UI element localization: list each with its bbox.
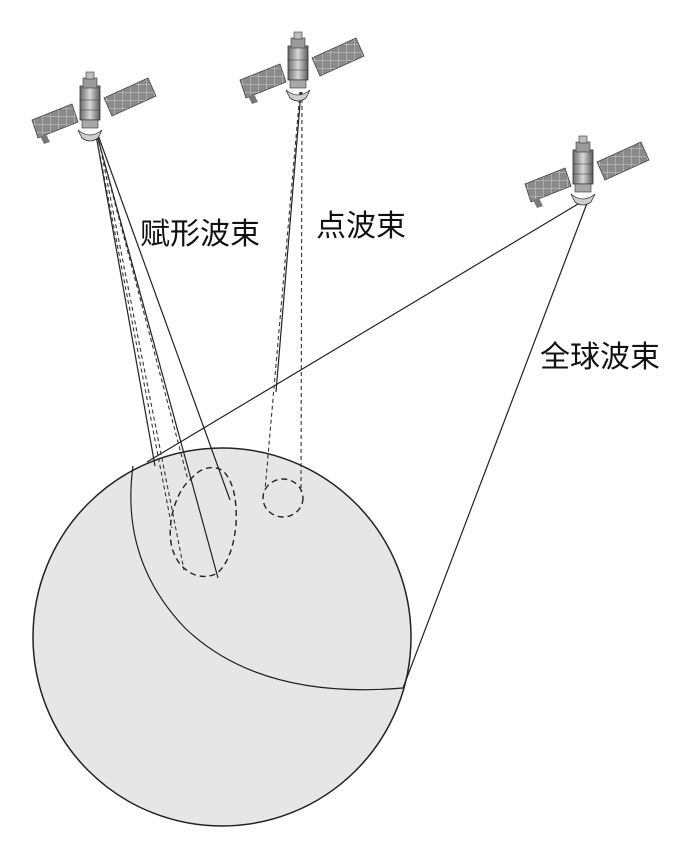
satellite-icon [31,71,157,145]
global-beam-line-left [146,197,589,463]
global-beam-coverage-boundary [130,465,404,691]
spot-beam-label: 点波束 [316,209,406,244]
satellite-icon [524,135,650,209]
shaped-beam-label: 赋形波束 [140,217,260,252]
shaped-beam-solid-line-1 [95,134,156,467]
earth-globe [32,447,412,827]
global-beam-line-right [402,197,590,689]
spot-beam-footprint [262,478,304,518]
shaped-beam-dashed-line-3 [97,134,185,571]
spot-beam-line-left [264,91,301,491]
shaped-beam-dashed-line-2 [96,134,189,481]
shaped-beam-solid-line-3 [97,134,231,501]
global-beam-label: 全球波束 [540,340,660,375]
spot-beam-solid-line [275,91,302,393]
spot-beam-line-right [300,91,303,493]
shaped-beam-dashed-line-1 [95,134,173,529]
shaped-beam-solid-line-2 [96,134,219,579]
shaped-beam-footprint [169,466,237,578]
